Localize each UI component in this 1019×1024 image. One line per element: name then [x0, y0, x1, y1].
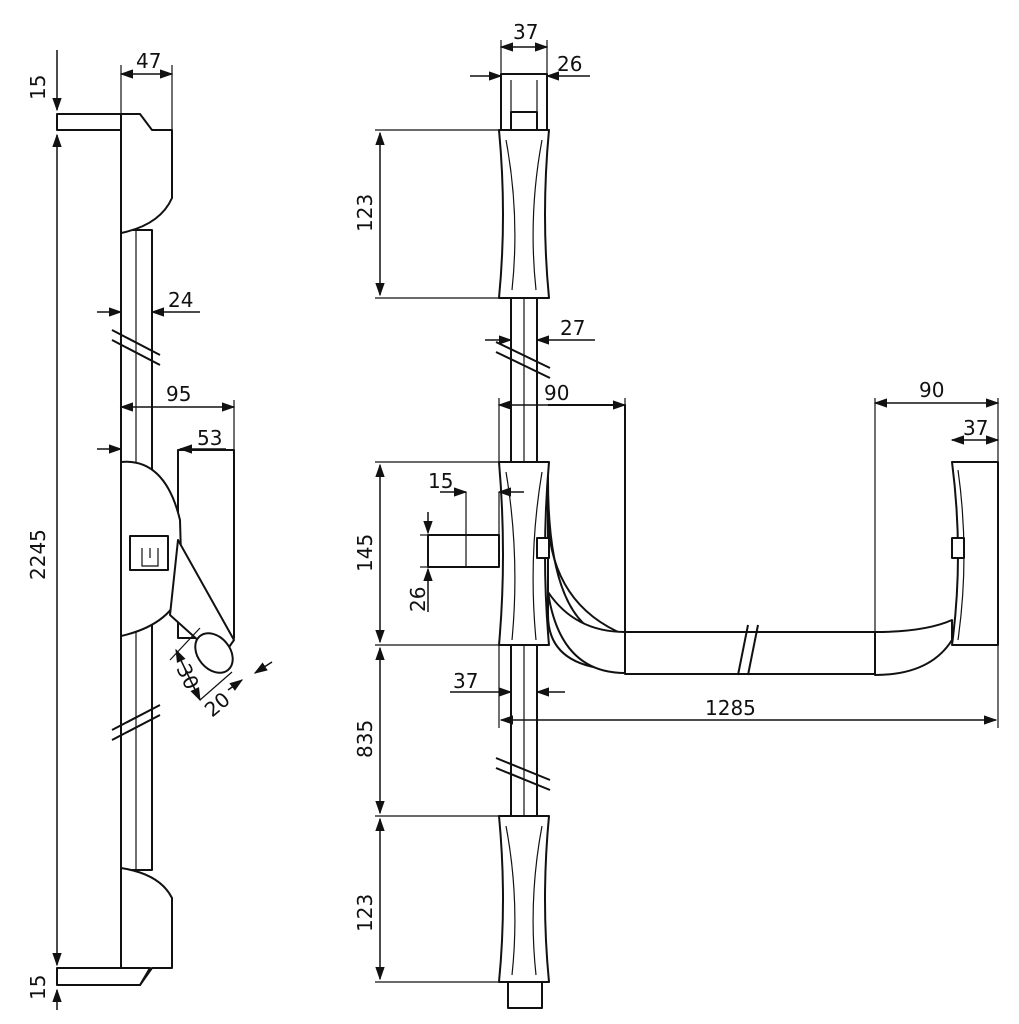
dim-front-bar-length: 1285	[705, 696, 756, 720]
dim-front-head-depth: 26	[557, 52, 582, 76]
dim-front-top-bolt-length: 123	[353, 194, 377, 232]
dim-side-lever-offset: 20	[200, 687, 235, 722]
front-right-end-bracket	[951, 461, 999, 646]
dim-side-case-front: 53	[197, 426, 222, 450]
side-top-head	[120, 113, 173, 234]
dim-side-overall-height: 2245	[26, 529, 50, 580]
dim-front-spindle-height: 26	[406, 587, 430, 612]
dim-side-top-cap: 15	[26, 75, 50, 100]
dim-side-bottom-cap: 15	[26, 975, 50, 1000]
dim-front-lower-length: 835	[353, 720, 377, 758]
front-bottom-bolt-body	[498, 815, 550, 983]
dim-side-lever-diameter: 30	[171, 660, 204, 693]
front-spindle	[427, 534, 500, 568]
dim-front-rod-offset: 37	[453, 669, 478, 693]
dim-side-case-depth: 95	[166, 382, 191, 406]
dim-front-case-height: 145	[353, 534, 377, 572]
side-lever-end	[194, 632, 234, 674]
front-bottom-bolt-tip	[507, 981, 543, 1009]
side-view: 15 2245 15 47 24 95 53 30 20	[26, 49, 273, 1010]
side-top-cap	[56, 113, 127, 131]
front-view: 37 26 123 27 90 90 37 15 26 145	[353, 20, 1000, 1009]
dim-side-head-depth: 47	[136, 49, 161, 73]
dim-front-end-width: 37	[963, 416, 988, 440]
side-bottom-cap	[56, 967, 151, 986]
dim-front-rod-diameter: 27	[560, 316, 585, 340]
dim-front-head-width: 37	[513, 20, 538, 44]
front-right-arc	[874, 619, 953, 676]
dim-side-rod-diameter: 24	[168, 288, 193, 312]
dim-front-spindle-offset: 15	[428, 469, 453, 493]
front-top-bolt-body	[498, 129, 550, 299]
dim-front-case-depth-left: 90	[544, 381, 569, 405]
side-spindle-square	[129, 535, 169, 571]
dim-front-bottom-bolt-length: 123	[353, 894, 377, 932]
dim-front-case-depth-right: 90	[919, 378, 944, 402]
